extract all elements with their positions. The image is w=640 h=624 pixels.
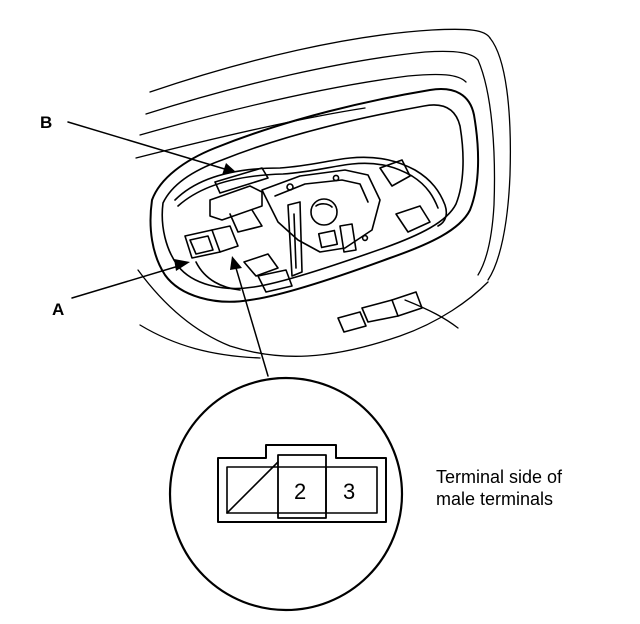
callout-a: A	[52, 300, 64, 319]
magnified-view-circle	[168, 376, 404, 612]
leader-connector	[235, 267, 269, 377]
connector-face	[217, 444, 387, 523]
light-mechanism	[174, 156, 448, 333]
arrowhead-connector	[230, 256, 242, 270]
callout-b: B	[40, 113, 52, 132]
caption-line-1: Terminal side of	[436, 467, 563, 487]
light-housing-opening	[149, 88, 480, 303]
leader-b	[67, 121, 229, 171]
leader-a	[71, 264, 183, 299]
arrowhead-b	[222, 163, 236, 175]
pin-3-label: 3	[343, 479, 355, 504]
arrowhead-a	[174, 259, 190, 271]
roof-contour-lines	[135, 28, 511, 359]
pin-2-label: 2	[294, 479, 306, 504]
leader-lines	[67, 121, 269, 377]
caption-line-2: male terminals	[436, 489, 553, 509]
